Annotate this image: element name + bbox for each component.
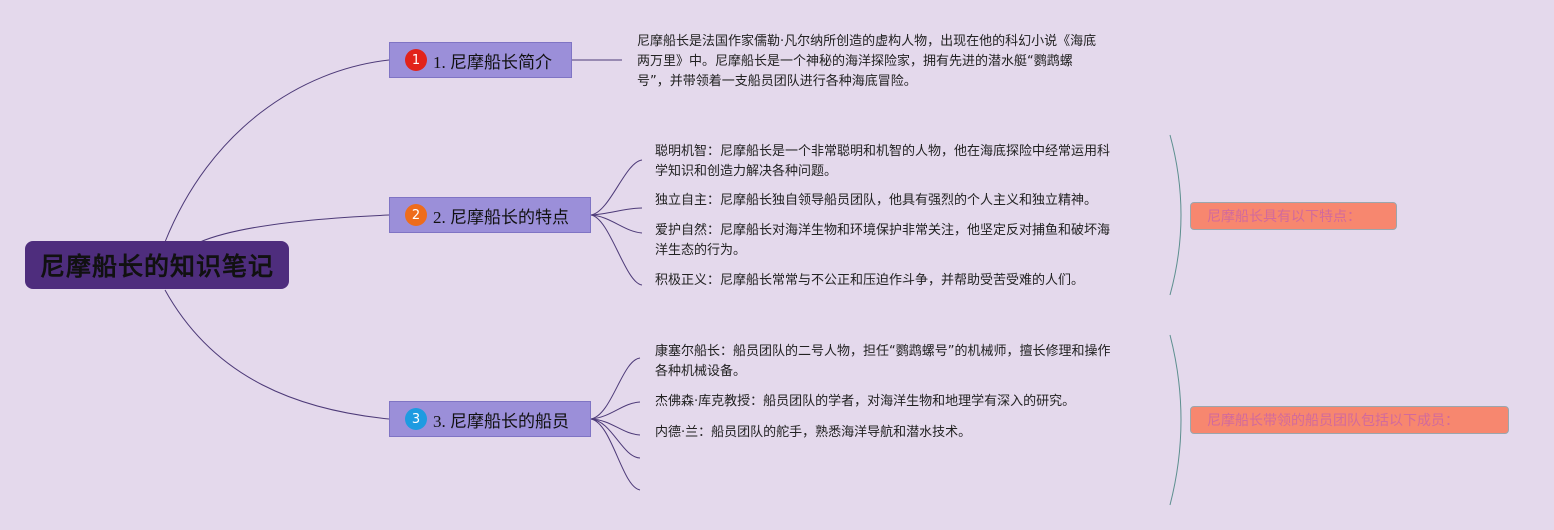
summary-crew-label: 尼摩船长带领的船员团队包括以下成员： xyxy=(1207,413,1459,429)
trait-line: 爱护自然：尼摩船长对海洋生物和环境保护非常关注，他坚定反对捕鱼和破坏海 xyxy=(655,223,1111,238)
trait-line: 聪明机智：尼摩船长是一个非常聪明和机智的人物，他在海底探险中经常运用科 xyxy=(655,144,1111,159)
topic-intro[interactable]: 1 1. 尼摩船长简介 xyxy=(389,42,572,78)
topic-traits-label: 2. 尼摩船长的特点 xyxy=(433,207,569,227)
crew-node-professor[interactable]: 杰佛森·库克教授：船员团队的学者，对海洋生物和地理学有深入的研究。 xyxy=(655,392,1075,412)
crew-line: 各种机械设备。 xyxy=(655,364,747,379)
trait-line: 积极正义：尼摩船长常常与不公正和压迫作斗争，并帮助受苦受难的人们。 xyxy=(655,273,1085,288)
edge-topic-3-crew-1 xyxy=(590,357,641,420)
summary-brace-crew xyxy=(1169,334,1182,506)
topic-crew-label: 3. 尼摩船长的船员 xyxy=(433,411,569,431)
crew-node-conseil[interactable]: 康塞尔船长：船员团队的二号人物，担任“鹦鹉螺号”的机械师，擅长修理和操作 各种机… xyxy=(655,342,1110,382)
summary-brace-traits xyxy=(1169,134,1182,296)
edge-topic-2-trait-2 xyxy=(590,207,643,216)
topic-crew[interactable]: 3 3. 尼摩船长的船员 xyxy=(389,401,591,437)
edge-topic-3-crew-4 xyxy=(590,418,641,459)
topic-traits[interactable]: 2 2. 尼摩船长的特点 xyxy=(389,197,591,233)
trait-line: 洋生态的行为。 xyxy=(655,243,747,258)
number-badge-icon: 2 xyxy=(405,204,427,226)
topic-intro-label: 1. 尼摩船长简介 xyxy=(433,52,552,72)
number-badge-icon: 3 xyxy=(405,408,427,430)
trait-node-justice[interactable]: 积极正义：尼摩船长常常与不公正和压迫作斗争，并帮助受苦受难的人们。 xyxy=(655,271,1084,291)
trait-node-nature[interactable]: 爱护自然：尼摩船长对海洋生物和环境保护非常关注，他坚定反对捕鱼和破坏海 洋生态的… xyxy=(655,221,1110,261)
edge-topic-2-trait-3 xyxy=(590,214,643,234)
trait-node-independent[interactable]: 独立自主：尼摩船长独自领导船员团队，他具有强烈的个人主义和独立精神。 xyxy=(655,191,1097,211)
crew-node-ned-land[interactable]: 内德·兰：船员团队的舵手，熟悉海洋导航和潜水技术。 xyxy=(655,423,971,443)
edge-root-topic-2 xyxy=(199,214,390,243)
edge-topic-3-crew-2 xyxy=(590,401,641,420)
root-topic[interactable]: 尼摩船长的知识笔记 xyxy=(25,241,289,289)
root-topic-label: 尼摩船长的知识笔记 xyxy=(39,252,274,281)
summary-traits-label: 尼摩船长具有以下特点： xyxy=(1207,209,1361,225)
trait-line: 学知识和创造力解决各种问题。 xyxy=(655,164,838,179)
crew-line: 内德·兰：船员团队的舵手，熟悉海洋导航和潜水技术。 xyxy=(655,425,972,440)
trait-node-clever[interactable]: 聪明机智：尼摩船长是一个非常聪明和机智的人物，他在海底探险中经常运用科 学知识和… xyxy=(655,142,1110,182)
intro-line: 尼摩船长是法国作家儒勒·凡尔纳所创造的虚构人物，出现在他的科幻小说《海底 xyxy=(637,34,1097,49)
edge-topic-2-trait-4 xyxy=(590,214,643,286)
trait-line: 独立自主：尼摩船长独自领导船员团队，他具有强烈的个人主义和独立精神。 xyxy=(655,193,1098,208)
intro-line: 号”，并带领着一支船员团队进行各种海底冒险。 xyxy=(637,74,917,89)
crew-line: 康塞尔船长：船员团队的二号人物，担任“鹦鹉螺号”的机械师，擅长修理和操作 xyxy=(655,344,1111,359)
number-badge-icon: 1 xyxy=(405,49,427,71)
edge-topic-2-trait-1 xyxy=(590,159,643,216)
summary-crew[interactable]: 尼摩船长带领的船员团队包括以下成员： xyxy=(1190,406,1509,434)
summary-traits[interactable]: 尼摩船长具有以下特点： xyxy=(1190,202,1397,230)
edge-topic-3-crew-5 xyxy=(590,418,641,491)
edge-root-topic-1 xyxy=(164,59,390,243)
edge-root-topic-3 xyxy=(164,289,390,420)
intro-node[interactable]: 尼摩船长是法国作家儒勒·凡尔纳所创造的虚构人物，出现在他的科幻小说《海底 两万里… xyxy=(637,32,1096,92)
intro-line: 两万里》中。尼摩船长是一个神秘的海洋探险家，拥有先进的潜水艇“鹦鹉螺 xyxy=(637,54,1073,69)
crew-line: 杰佛森·库克教授：船员团队的学者，对海洋生物和地理学有深入的研究。 xyxy=(655,394,1076,409)
